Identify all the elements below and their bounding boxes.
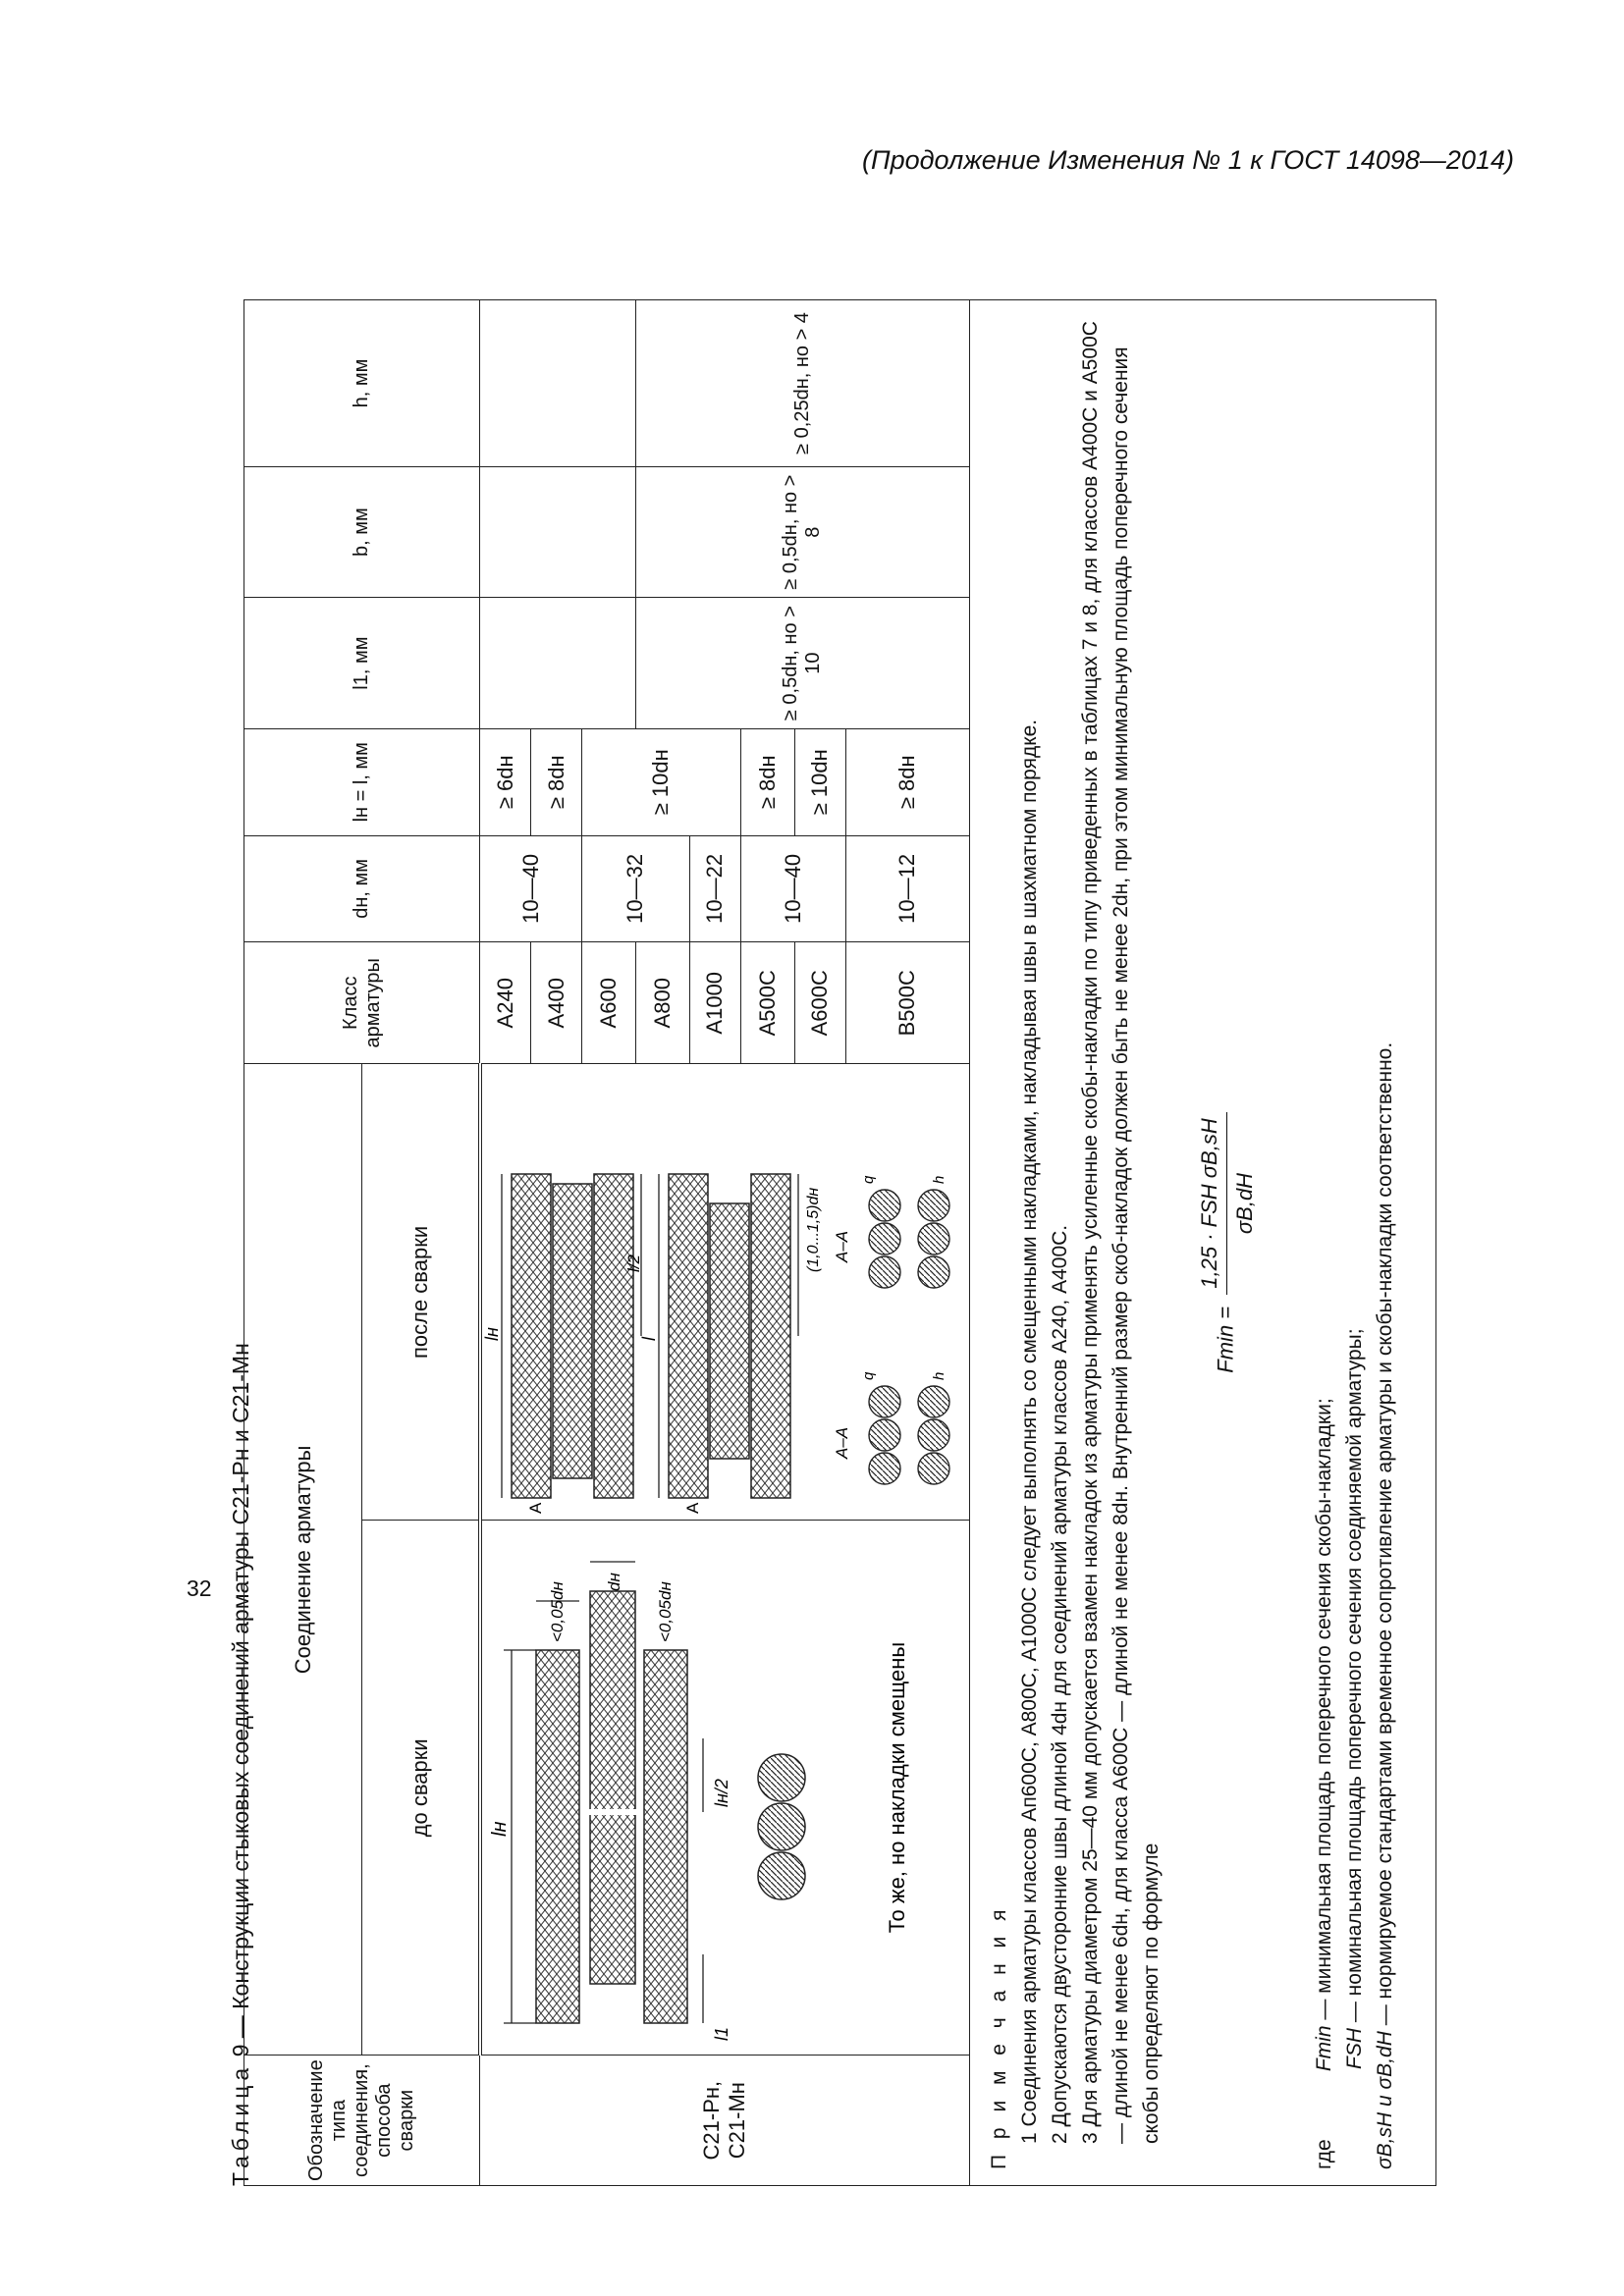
length-cell: ≥ 10dн <box>794 728 845 836</box>
label-section-1: А–А <box>833 1427 851 1460</box>
rotated-table-block: Таблица 9 — Конструкции стыковых соедине… <box>228 299 1435 2186</box>
formula: Fmin = 1,25 · FSH σB,sH σB,dH <box>1193 316 1260 2169</box>
label-l: l <box>639 1336 659 1341</box>
label-gap-bottom: <0,05dн <box>656 1581 675 1642</box>
diameter-cell: 10—22 <box>689 835 741 942</box>
bar-sections-after <box>867 1189 950 1486</box>
def-symbol: σB,sH и σB,dH <box>1373 2031 1396 2169</box>
def-sigma: σB,sH и σB,dH — нормируемое стандартами … <box>1370 316 1400 2169</box>
formula-denominator: σB,dH <box>1231 1172 1257 1235</box>
col-header-before: до сварки <box>361 1520 480 2056</box>
notes-title: П р и м е ч а н и я <box>987 1904 1010 2169</box>
note-3: 3 Для арматуры диаметром 25—40 мм допуск… <box>1078 321 1163 2144</box>
label-ln: lн <box>489 1822 511 1837</box>
before-welding-figure: lн l1 lн/2 <0,05dн dн <0,05dн То же, но … <box>489 1561 909 2041</box>
label-a-2: А <box>683 1502 702 1514</box>
def-text: — номинальная площадь поперечного сечени… <box>1342 1328 1366 2028</box>
class-cell: А240 <box>479 941 531 1064</box>
bars-after-top <box>510 1173 634 1500</box>
class-cell: А1000 <box>689 941 741 1064</box>
l1-cell: ≥ 0,5dн, но > 10 <box>635 597 969 729</box>
diameter-cell: 10—40 <box>479 835 582 942</box>
label-ln-half: lн/2 <box>712 1779 731 1807</box>
formula-numerator: 1,25 · FSH σB,sH <box>1193 1112 1227 1295</box>
col-header-ln: lн = l, мм <box>244 728 480 836</box>
label-h-1: h <box>931 1372 947 1380</box>
diameter-cell: 10—40 <box>740 835 845 942</box>
label-l-half: l/2 <box>624 1255 643 1273</box>
def-text: — нормируемое стандартами временное сопр… <box>1373 1041 1396 2032</box>
label-section-2: А–А <box>833 1231 851 1263</box>
h-cell: ≥ 0,25dн, но > 4 <box>635 299 969 467</box>
after-welding-cell: lн l/2 l (1,0...1,5)dн А А А–А А–А <box>479 1063 969 1521</box>
b-cell-empty <box>479 466 636 598</box>
notes-cell: П р и м е ч а н и я 1 Соединения арматур… <box>969 299 1435 2186</box>
class-cell: А400 <box>530 941 582 1064</box>
def-symbol: Fmin <box>1312 2025 1335 2072</box>
l1-cell-empty <box>479 597 636 729</box>
b-cell: ≥ 0,5dн, но > 8 <box>635 466 969 598</box>
after-welding-figure: lн l/2 l (1,0...1,5)dн А А А–А А–А <box>482 1173 950 1514</box>
col-header-after: после сварки <box>361 1063 480 1521</box>
col-header-dn: dн, мм <box>244 835 480 942</box>
label-h-2: h <box>931 1176 947 1184</box>
def-text: — минимальная площадь поперечного сечени… <box>1312 1398 1335 2026</box>
col-header-h: h, мм <box>244 299 480 467</box>
running-header: (Продолжение Изменения № 1 к ГОСТ 14098—… <box>862 145 1514 175</box>
formula-lhs: Fmin = <box>1212 1306 1237 1373</box>
note-1: 1 Соединения арматуры классов Ап600С, А8… <box>1017 719 1041 2144</box>
class-cell: В500С <box>845 941 969 1064</box>
class-cell: А600С <box>794 941 845 1064</box>
label-dn: dн <box>605 1573 623 1591</box>
dimension-lines-after <box>500 1174 799 1499</box>
note-2: 2 Допускаются двусторонние швы длиной 4d… <box>1048 1224 1071 2144</box>
diameter-cell: 10—12 <box>845 835 969 942</box>
length-cell: ≥ 8dн <box>530 728 582 836</box>
diameter-cell: 10—32 <box>581 835 690 942</box>
def-fs: FSH — номинальная площадь поперечного се… <box>1339 316 1370 2169</box>
label-q-2: q <box>860 1175 877 1184</box>
label-offset: (1,0...1,5)dн <box>805 1188 822 1272</box>
before-offset-note: То же, но накладки смещены <box>885 1642 909 1933</box>
class-cell: А500С <box>740 941 794 1064</box>
bar-sections-before <box>756 1753 806 1901</box>
formula-fraction: 1,25 · FSH σB,sH σB,dH <box>1193 1112 1260 1295</box>
length-cell: ≥ 10dн <box>581 728 741 836</box>
label-l1: l1 <box>712 2027 731 2041</box>
label-a-1: А <box>526 1502 545 1514</box>
col-header-joint: Соединение арматуры <box>244 1063 362 2056</box>
def-symbol: FSH <box>1342 2028 1366 2069</box>
class-cell: А600 <box>581 941 636 1064</box>
page-number: 32 <box>187 1575 212 1601</box>
dimension-lines <box>503 1561 704 2024</box>
h-cell-empty <box>479 299 636 467</box>
label-ln-after: lн <box>482 1327 502 1341</box>
length-cell: ≥ 8dн <box>845 728 969 836</box>
where-label: где <box>1312 2139 1335 2169</box>
rebar-joint-table: Обозначение типа соединения, способа сва… <box>244 299 1436 2186</box>
label-gap-top: <0,05dн <box>548 1581 567 1642</box>
length-cell: ≥ 8dн <box>740 728 794 836</box>
before-welding-cell: lн l1 lн/2 <0,05dн dн <0,05dн То же, но … <box>479 1520 969 2056</box>
designation-value: С21-Рн, С21-Мн <box>479 2055 969 2186</box>
class-cell: А800 <box>635 941 690 1064</box>
col-header-designation: Обозначение типа соединения, способа сва… <box>244 2055 480 2186</box>
bars-after-bottom <box>667 1173 791 1500</box>
col-header-l1: l1, мм <box>244 597 480 729</box>
length-cell: ≥ 6dн <box>479 728 531 836</box>
col-header-rebar-class: Класс арматуры <box>244 941 480 1064</box>
bars-before <box>534 1590 688 2025</box>
label-q-1: q <box>860 1371 877 1380</box>
col-header-b: b, мм <box>244 466 480 598</box>
def-fmin: где Fmin — минимальная площадь поперечно… <box>1309 316 1339 2169</box>
